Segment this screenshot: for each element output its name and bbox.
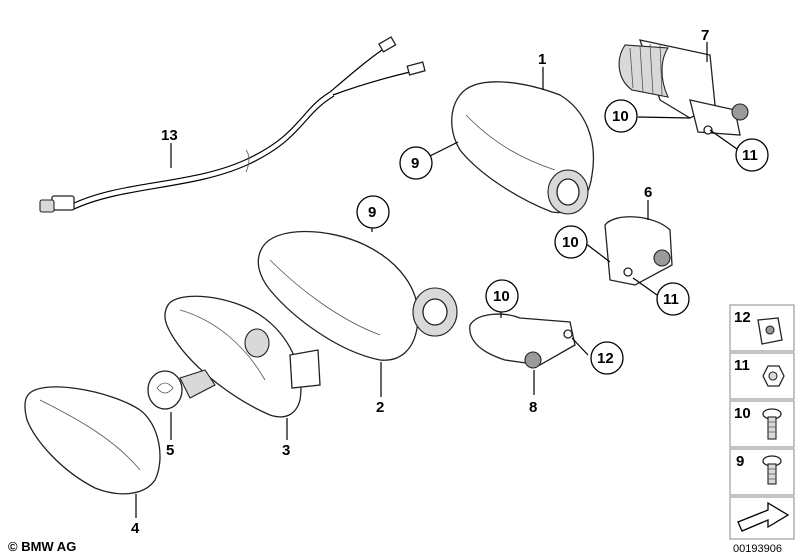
- lower-bracket-part: [469, 313, 576, 369]
- callout-2: 2: [376, 399, 384, 416]
- leader-lines: [135, 42, 738, 518]
- callout-11-circle-upper: [735, 138, 769, 172]
- callout-8: 8: [529, 399, 537, 416]
- callout-3: 3: [282, 442, 290, 459]
- legend-label-9: 9: [736, 453, 744, 470]
- bulb-part: [147, 369, 216, 410]
- callout-9-lower: 9: [368, 204, 376, 221]
- callout-4: 4: [131, 520, 140, 537]
- legend-label-11: 11: [734, 357, 750, 374]
- legend-box-9: [729, 448, 795, 496]
- callout-9-circle-upper: [399, 146, 433, 180]
- legend-box-10: [729, 400, 795, 448]
- callout-13: 13: [161, 127, 178, 144]
- callout-12-circle: [590, 341, 624, 375]
- callout-9-upper: 9: [411, 155, 419, 172]
- callout-10-circle-lower: [485, 279, 519, 313]
- callout-11-lower: 11: [663, 291, 679, 308]
- small-parts-legend: 12 11 10 9: [729, 304, 795, 540]
- screw-icon-9: [762, 455, 782, 485]
- wiring-harness-part: [39, 36, 426, 213]
- drawing-id: 00193906: [733, 543, 782, 555]
- lens-frame-part: [164, 295, 321, 418]
- upper-turn-signal-housing-part: [451, 81, 595, 215]
- upper-bracket-part: [618, 39, 749, 136]
- copyright-text: © BMW AG: [8, 539, 77, 554]
- callout-10-middle: 10: [562, 234, 579, 251]
- lower-turn-signal-housing-part: [257, 230, 458, 361]
- callout-11-upper: 11: [742, 147, 758, 164]
- lens-part: [24, 386, 161, 495]
- callout-5: 5: [166, 442, 174, 459]
- callout-10-circle-upper: [604, 99, 638, 133]
- callout-6: 6: [644, 184, 652, 201]
- callout-11-circle-lower: [656, 282, 690, 316]
- callout-1: 1: [538, 51, 546, 68]
- screw-icon-10: [762, 408, 782, 440]
- middle-bracket-part: [604, 216, 673, 286]
- legend-label-12: 12: [734, 309, 751, 326]
- callout-10-lower: 10: [493, 288, 510, 305]
- callout-9-circle-lower: [356, 195, 390, 229]
- direction-arrow-icon: [737, 501, 790, 532]
- callout-7: 7: [701, 27, 709, 44]
- callout-10-circle-middle: [554, 225, 588, 259]
- legend-label-10: 10: [734, 405, 751, 422]
- callout-10-upper: 10: [612, 108, 629, 125]
- callout-12: 12: [597, 350, 614, 367]
